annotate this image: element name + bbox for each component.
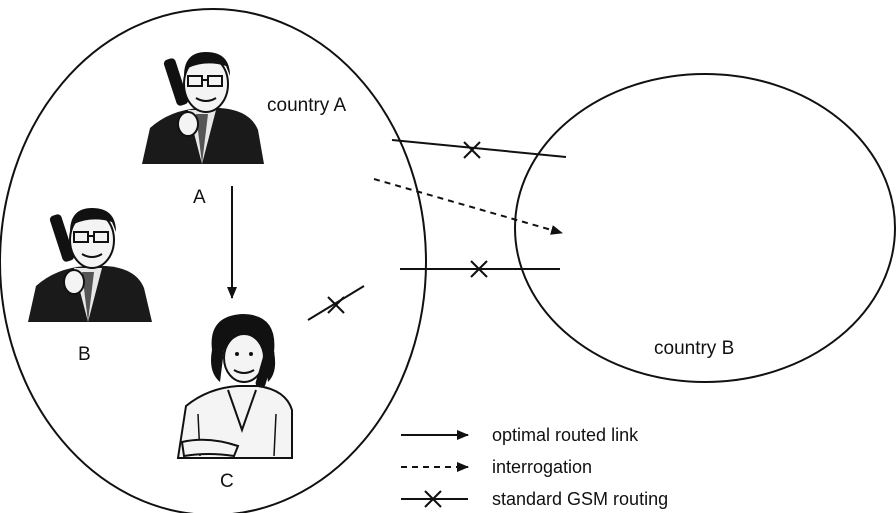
country-b-ellipse — [514, 73, 896, 383]
person-a-icon — [142, 52, 264, 164]
person-b-label: B — [78, 344, 91, 365]
country-b-label: country B — [654, 338, 734, 359]
country-a-ellipse — [0, 8, 427, 513]
legend: optimal routed link interrogation standa… — [401, 425, 668, 509]
interrogation-arrow — [373, 178, 563, 235]
country-a-label: country A — [267, 95, 347, 116]
legend-interrogation-label: interrogation — [492, 457, 592, 477]
person-b-icon — [28, 208, 152, 322]
standard-routing-line-lower — [400, 260, 560, 278]
legend-standard-label: standard GSM routing — [492, 489, 668, 509]
legend-standard-swatch — [401, 490, 468, 508]
person-c-label: C — [220, 471, 234, 492]
standard-routing-line-upper — [391, 139, 567, 159]
person-a-label: A — [193, 187, 206, 208]
legend-optimal-label: optimal routed link — [492, 425, 639, 445]
person-c-icon — [176, 314, 293, 459]
standard-routing-line-to-c — [307, 285, 365, 321]
